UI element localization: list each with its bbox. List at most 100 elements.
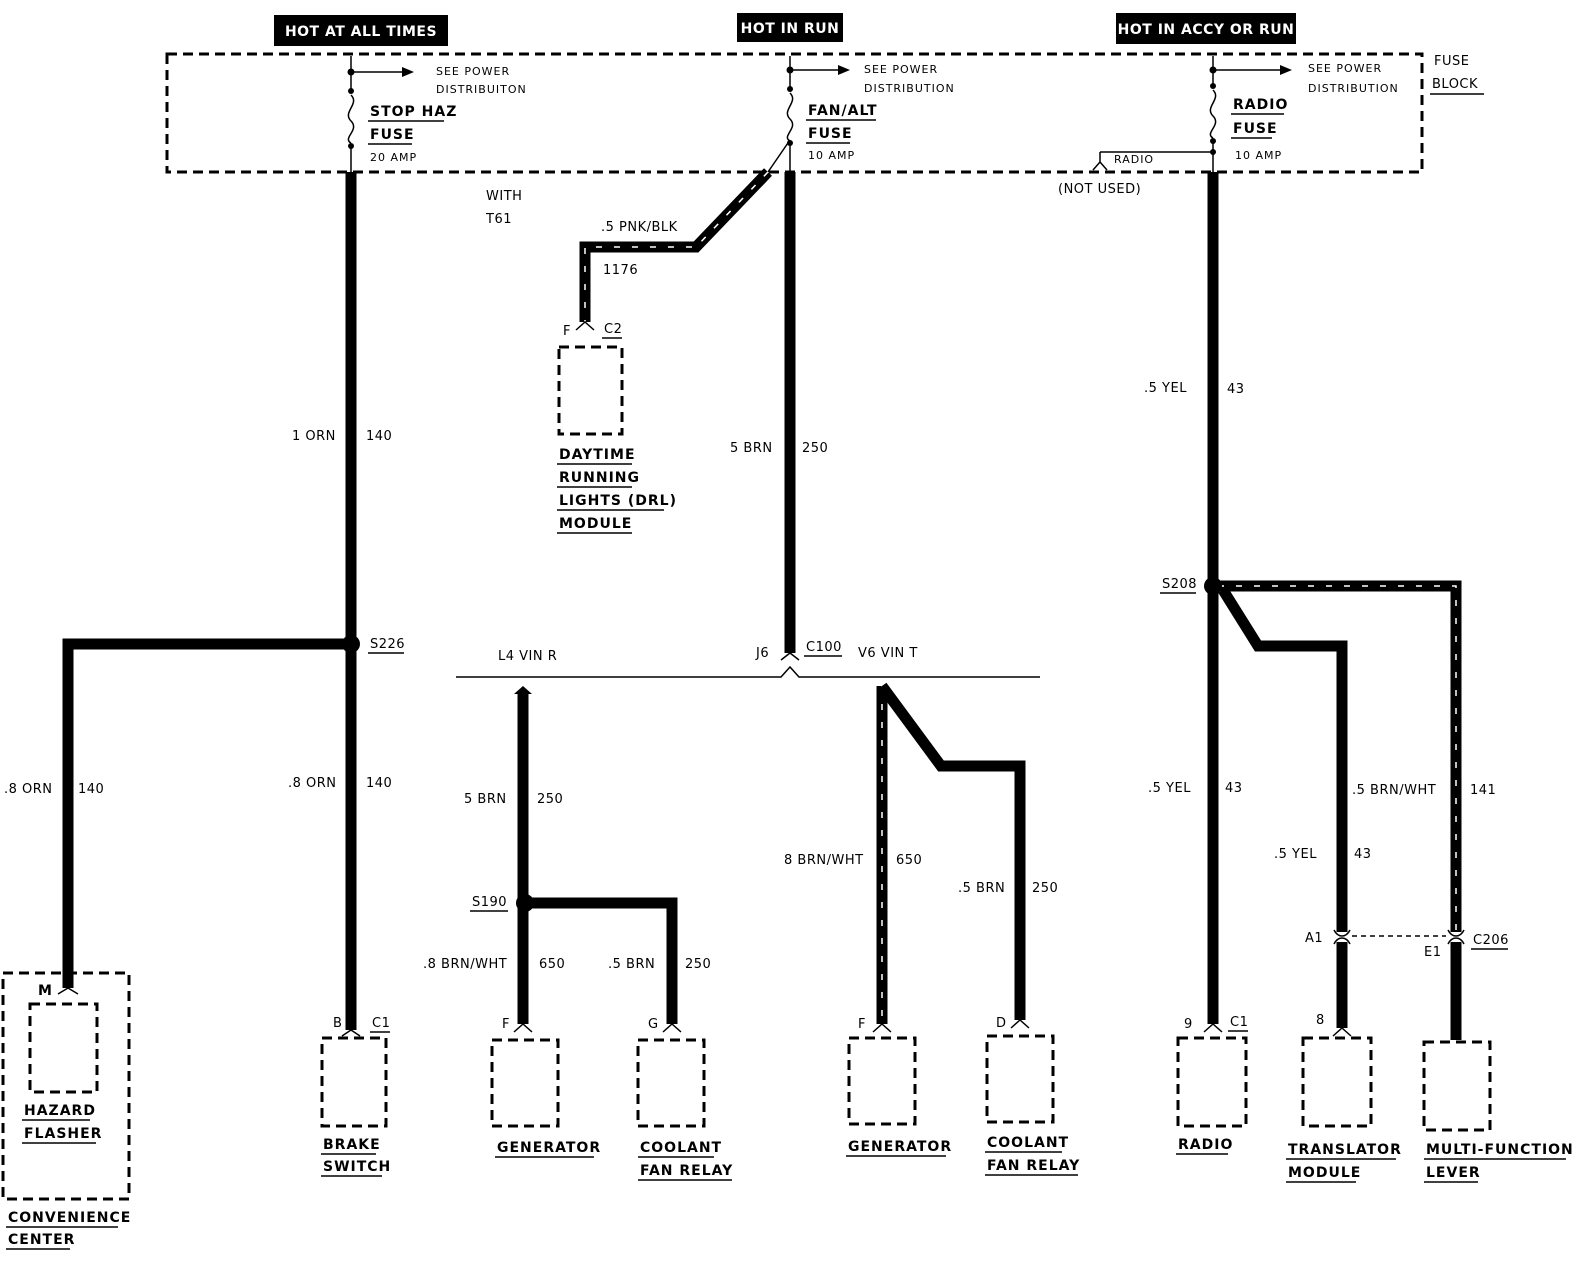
component-brake-switch: B C1 BRAKE SWITCH	[320, 1016, 391, 1177]
svg-text:RADIO: RADIO	[1178, 1137, 1233, 1153]
component-coolant-fan-relay-l4: G COOLANT FAN RELAY	[636, 1017, 733, 1181]
component-drl-box	[557, 345, 624, 436]
svg-text:FAN/ALT: FAN/ALT	[808, 103, 878, 119]
fuse-fan-alt: SEE POWER DISTRIBUTION FAN/ALT FUSE 10 A…	[786, 56, 955, 172]
svg-text:250: 250	[685, 957, 711, 972]
svg-text:8: 8	[1316, 1013, 1325, 1028]
svg-text:HOT IN ACCY OR RUN: HOT IN ACCY OR RUN	[1118, 22, 1295, 38]
circuit-stop-haz: S226 1 ORN 140 .8 ORN 140 .8 ORN 140	[4, 172, 405, 1030]
fuse-radio: SEE POWER DISTRIBUTION RADIO FUSE 10 AMP…	[1058, 56, 1399, 197]
svg-text:141: 141	[1470, 783, 1496, 798]
svg-text:5 BRN: 5 BRN	[730, 441, 773, 456]
svg-text:L4 VIN R: L4 VIN R	[498, 649, 557, 664]
circuit-v6-vin-t: 8 BRN/WHT 650 .5 BRN 250	[784, 682, 1058, 1024]
splice-s190: S190	[472, 895, 507, 910]
svg-text:TRANSLATOR: TRANSLATOR	[1288, 1142, 1402, 1158]
svg-text:CENTER: CENTER	[8, 1232, 75, 1248]
circuit-drl: WITH T61 .5 PNK/BLK 1176 F C2 DAYTIME RU…	[485, 139, 791, 534]
splice-s208-dot	[1204, 577, 1222, 595]
svg-text:C2: C2	[604, 322, 622, 337]
svg-text:140: 140	[366, 429, 392, 444]
svg-text:8 BRN/WHT: 8 BRN/WHT	[784, 853, 864, 868]
svg-text:140: 140	[78, 782, 104, 797]
svg-text:HOT AT ALL TIMES: HOT AT ALL TIMES	[285, 24, 437, 40]
svg-text:.5 YEL: .5 YEL	[1274, 847, 1317, 862]
svg-text:HAZARD: HAZARD	[24, 1103, 96, 1119]
svg-text:LEVER: LEVER	[1426, 1165, 1481, 1181]
svg-text:D: D	[996, 1016, 1007, 1031]
svg-text:140: 140	[366, 776, 392, 791]
svg-text:SWITCH: SWITCH	[323, 1159, 391, 1175]
svg-text:.8 BRN/WHT: .8 BRN/WHT	[423, 957, 507, 972]
svg-text:RADIO: RADIO	[1114, 153, 1154, 166]
svg-text:DAYTIME: DAYTIME	[559, 447, 636, 463]
svg-text:B: B	[333, 1016, 342, 1031]
fuse-block-label: FUSE BLOCK	[1430, 54, 1484, 95]
svg-text:SEE POWER: SEE POWER	[864, 63, 938, 76]
svg-text:.8 ORN: .8 ORN	[288, 776, 337, 791]
svg-text:WITH: WITH	[486, 189, 522, 204]
svg-text:(NOT USED): (NOT USED)	[1058, 182, 1141, 197]
svg-text:10 AMP: 10 AMP	[1235, 149, 1282, 162]
component-multi-function-lever: MULTI-FUNCTION LEVER	[1422, 1040, 1574, 1183]
svg-text:C100: C100	[806, 640, 842, 655]
svg-text:650: 650	[896, 853, 922, 868]
svg-text:BLOCK: BLOCK	[1432, 77, 1478, 92]
splice-s190-dot	[516, 894, 534, 912]
svg-text:5 BRN: 5 BRN	[464, 792, 507, 807]
svg-text:M: M	[38, 983, 53, 999]
svg-text:CONVENIENCE: CONVENIENCE	[8, 1210, 131, 1226]
svg-text:DISTRIBUTION: DISTRIBUTION	[864, 82, 955, 95]
splice-s226-dot	[342, 635, 360, 653]
svg-text:.5 PNK/BLK: .5 PNK/BLK	[601, 220, 678, 235]
connector-c206: C206	[1473, 933, 1509, 948]
svg-text:DISTRIBUTION: DISTRIBUTION	[1308, 82, 1399, 95]
svg-text:SEE POWER: SEE POWER	[436, 65, 510, 78]
svg-text:HOT IN RUN: HOT IN RUN	[741, 21, 840, 37]
svg-text:GENERATOR: GENERATOR	[848, 1139, 952, 1155]
svg-text:.5 BRN/WHT: .5 BRN/WHT	[1352, 783, 1436, 798]
svg-text:10 AMP: 10 AMP	[808, 149, 855, 162]
svg-text:.5 YEL: .5 YEL	[1148, 781, 1191, 796]
svg-text:.5 BRN: .5 BRN	[958, 881, 1005, 896]
svg-text:LIGHTS (DRL): LIGHTS (DRL)	[559, 493, 677, 509]
svg-text:43: 43	[1225, 781, 1243, 796]
svg-text:FUSE: FUSE	[1233, 121, 1278, 137]
header-hot-in-run: HOT IN RUN	[737, 13, 843, 42]
svg-text:MODULE: MODULE	[1288, 1165, 1361, 1181]
svg-text:SEE POWER: SEE POWER	[1308, 62, 1382, 75]
header-hot-in-accy-or-run: HOT IN ACCY OR RUN	[1116, 13, 1296, 44]
svg-text:RUNNING: RUNNING	[559, 470, 640, 486]
svg-text:.8 ORN: .8 ORN	[4, 782, 53, 797]
svg-text:MULTI-FUNCTION: MULTI-FUNCTION	[1426, 1142, 1574, 1158]
svg-text:250: 250	[537, 792, 563, 807]
circuit-radio: S208 .5 YEL 43 .5 YEL 43 .5 BRN/WHT 141 …	[1144, 172, 1509, 1040]
svg-text:1 ORN: 1 ORN	[292, 429, 336, 444]
svg-text:.5 YEL: .5 YEL	[1144, 381, 1187, 396]
fuse-stop-haz: SEE POWER DISTRIBUITON STOP HAZ FUSE 20 …	[347, 56, 526, 172]
component-coolant-fan-relay-v6: D COOLANT FAN RELAY	[985, 1016, 1079, 1176]
svg-text:T61: T61	[485, 212, 512, 227]
svg-text:250: 250	[802, 441, 828, 456]
connector-a1: A1	[1305, 931, 1323, 946]
component-generator-l4: F GENERATOR	[490, 1017, 600, 1158]
svg-text:MODULE: MODULE	[559, 516, 632, 532]
svg-text:.5 BRN: .5 BRN	[608, 957, 655, 972]
svg-text:RADIO: RADIO	[1233, 97, 1288, 113]
circuit-l4-vin-r: S190 5 BRN 250 .8 BRN/WHT 650 .5 BRN 250	[423, 686, 711, 1024]
svg-text:43: 43	[1227, 382, 1245, 397]
svg-text:FLASHER: FLASHER	[24, 1126, 102, 1142]
svg-text:G: G	[648, 1017, 659, 1032]
svg-text:FUSE: FUSE	[808, 126, 853, 142]
component-hazard-flasher: M HAZARD FLASHER CONVENIENCE CENTER	[1, 971, 131, 1250]
svg-text:J6: J6	[755, 646, 769, 661]
svg-text:250: 250	[1032, 881, 1058, 896]
svg-text:F: F	[563, 324, 571, 339]
svg-text:43: 43	[1354, 847, 1372, 862]
svg-text:C1: C1	[372, 1016, 390, 1031]
component-radio: 9 C1 RADIO	[1176, 1015, 1248, 1155]
svg-text:STOP HAZ: STOP HAZ	[370, 104, 457, 120]
splice-s208: S208	[1162, 577, 1197, 592]
svg-text:FAN RELAY: FAN RELAY	[640, 1163, 733, 1179]
